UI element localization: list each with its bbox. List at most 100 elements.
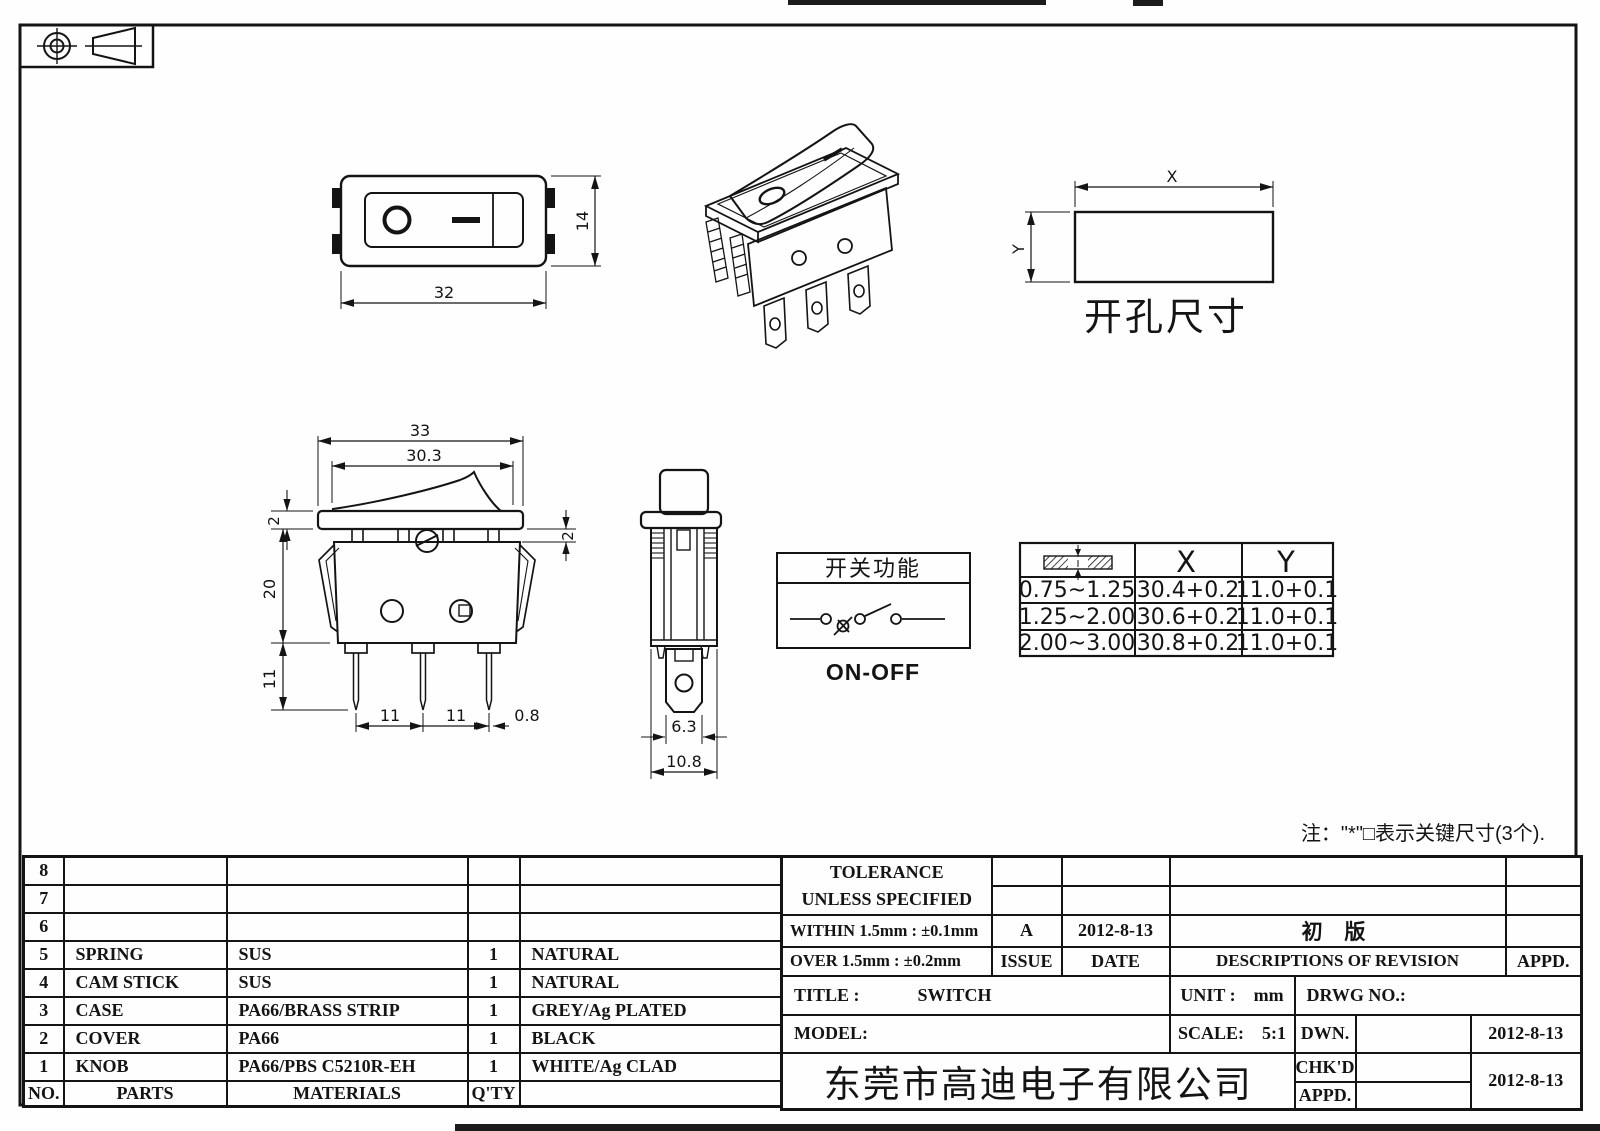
bom-cell-materials: PA66 [225,1023,469,1054]
chkd-signature [1354,1051,1472,1083]
revision-cell [1504,884,1583,916]
terminal-blade [665,648,703,713]
model-cell: MODEL: [780,1013,1171,1054]
dim-6-3: 6.3 [671,717,696,736]
bom-cell-no: 3 [22,995,65,1026]
col-x-header: X [1176,545,1196,579]
revision-date: 2012-8-13 [1060,913,1171,948]
bom-cell-parts: COVER [62,1023,228,1054]
title-cell: TITLE : SWITCH [780,974,1171,1016]
mount-wing [318,544,339,633]
dim-11-pitch2: 11 [446,706,466,725]
bom-cell-parts [62,883,228,914]
tolerance-within: WITHIN 1.5mm : ±0.1mm [780,913,993,948]
drwg-no-cell: DRWG NO.: [1293,974,1583,1016]
thickness-range: 1.25~2.00 [1019,605,1135,630]
rivet [837,238,853,254]
projection-cone-icon [85,26,142,66]
revision-description: 初 版 [1168,913,1507,948]
revision-cell [1168,855,1507,887]
bom-cell-parts [62,911,228,942]
bom-cell-no: 5 [22,939,65,970]
mount-tab [546,188,555,208]
bom-cell-color [518,883,783,914]
bom-cell-parts: KNOB [62,1051,228,1082]
bom-cell-no: 2 [22,1023,65,1054]
x-value: 30.6+0.2 [1137,605,1239,630]
bom-row: 8 [22,855,783,886]
bom-cell-no: 6 [22,911,65,942]
bom-cell-qty: 1 [466,1023,521,1054]
unit-label: UNIT : [1180,984,1236,1005]
bom-header-materials: MATERIALS [225,1079,469,1108]
terminal-pin [485,653,493,711]
scale-value: 5:1 [1262,1023,1286,1043]
iso-O-mark [758,186,786,206]
dim-33: 33 [410,421,430,440]
dim-30-3: 30.3 [406,446,442,465]
y-value: 11.0+0.1 [1236,605,1338,630]
mount-wing [515,544,536,633]
screw-slot [415,529,439,553]
dim-32: 32 [434,283,454,302]
cutout-view: X Y 开孔尺寸 [1009,167,1275,339]
bom-header-no: NO. [22,1079,65,1108]
thickness-range: 2.00~3.00 [1019,631,1135,656]
revision-header: DESCRIPTIONS OF REVISION [1168,945,1507,977]
bom-cell-qty [466,883,521,914]
scale-label: SCALE: [1177,1023,1244,1043]
dwn-label: DWN. [1293,1013,1357,1054]
issue-label: ISSUE [990,945,1063,977]
unit-value: mm [1253,984,1284,1005]
terminal-pin [352,653,360,711]
appd-label: APPD. [1293,1080,1357,1111]
appd-signature [1354,1080,1472,1111]
revision-cell [990,884,1063,916]
scale-cell: SCALE: 5:1 [1168,1013,1296,1054]
bom-cell-color: GREY/Ag PLATED [518,995,783,1026]
projection-symbol-box [18,23,155,69]
bom-cell-materials: SUS [225,967,469,998]
mount-tab [332,188,341,208]
function-mode-label: ON-OFF [826,659,920,685]
col-y-header: Y [1276,545,1295,579]
title-value: SWITCH [917,984,992,1005]
chkd-label: CHK'D [1293,1051,1357,1083]
issue-value: A [990,913,1063,948]
spring-clip [705,217,751,297]
dim-10-8: 10.8 [666,752,702,771]
bom-header-row: NO. PARTS MATERIALS Q'TY [22,1079,783,1108]
dim-11-pitch1: 11 [380,706,400,725]
bom-cell-color: NATURAL [518,967,783,998]
scan-artifact [788,0,1046,5]
x-value: 30.8+0.2 [1137,631,1239,656]
bom-cell-qty: 1 [466,1051,521,1082]
bom-row: 7 [22,883,783,914]
panel-thickness-icon [1043,545,1113,580]
bom-cell-no: 7 [22,883,65,914]
dim-14: 14 [573,211,592,231]
cutout-caption: 开孔尺寸 [1084,297,1248,339]
bom-cell-no: 8 [22,855,65,886]
title-label: TITLE : [794,984,860,1005]
projection-target-icon [37,28,77,64]
tolerance-over: OVER 1.5mm : ±0.2mm [780,945,993,977]
x-value: 30.4+0.2 [1137,578,1239,603]
terminal-blades [763,264,871,349]
bom-cell-color [518,855,783,886]
mount-tab [332,234,341,254]
revision-cell [1060,855,1171,887]
bom-cell-color: WHITE/Ag CLAD [518,1051,783,1082]
appd-header: APPD. [1504,945,1583,977]
bom-cell-color [518,911,783,942]
bom-cell-parts: SPRING [62,939,228,970]
circuit-symbol [790,603,945,636]
unit-cell: UNIT : mm [1168,974,1296,1016]
dwn-signature [1354,1013,1472,1054]
bom-cell-qty [466,855,521,886]
bom-cell-parts: CAM STICK [62,967,228,998]
function-title: 开关功能 [825,556,921,581]
